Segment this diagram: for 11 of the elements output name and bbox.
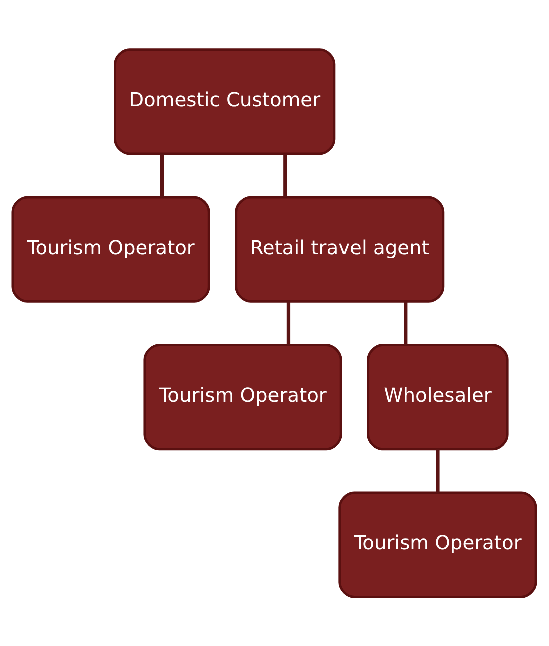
node-box: Tourism Operator bbox=[144, 344, 342, 450]
node-box: Domestic Customer bbox=[114, 48, 336, 155]
node-box: Tourism Operator bbox=[338, 491, 538, 598]
node-box: Tourism Operator bbox=[12, 196, 210, 302]
connector bbox=[436, 448, 440, 492]
connector bbox=[404, 301, 408, 345]
node-box: Retail travel agent bbox=[235, 196, 445, 302]
connector bbox=[286, 301, 291, 345]
connector bbox=[160, 154, 164, 198]
node-box: Wholesaler bbox=[367, 344, 509, 450]
connector bbox=[284, 154, 288, 198]
